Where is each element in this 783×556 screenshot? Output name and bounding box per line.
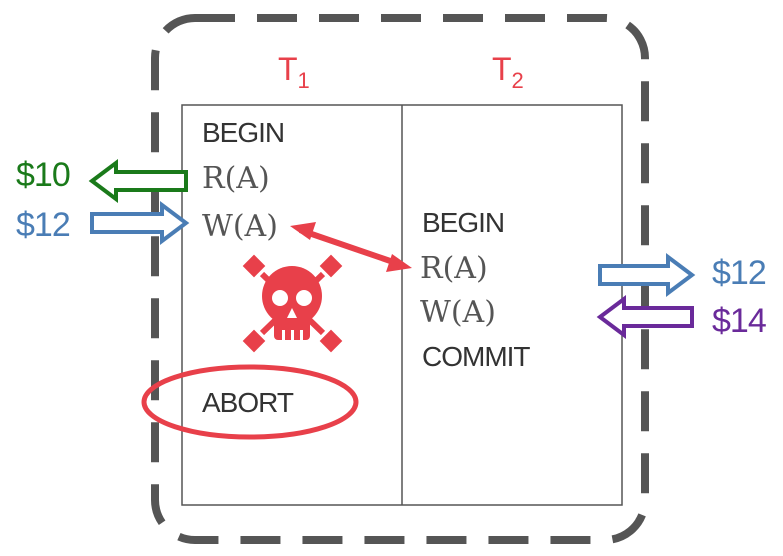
abort-highlight-ellipse	[141, 364, 359, 440]
dashed-schedule-boundary	[151, 14, 649, 544]
value-read-right: $12	[712, 254, 766, 292]
t2-begin: BEGIN	[422, 207, 504, 238]
arrow-left-purple-icon	[596, 295, 694, 339]
arrow-right-blue-icon-2	[598, 253, 696, 297]
value-write-left: $12	[16, 206, 70, 244]
t1-begin: BEGIN	[202, 117, 284, 148]
arrow-right-blue-icon	[90, 201, 190, 245]
t2-header: T2	[492, 51, 524, 93]
double-arrow-icon	[290, 222, 412, 272]
t2-read: R(A)	[420, 251, 488, 286]
value-write-right: $14	[712, 302, 766, 340]
t1-write: W(A)	[202, 209, 278, 244]
value-read-left: $10	[16, 156, 70, 194]
t2-write: W(A)	[420, 295, 496, 330]
t1-abort: ABORT	[202, 387, 294, 418]
t2-commit: COMMIT	[422, 341, 530, 372]
t1-read: R(A)	[202, 161, 270, 196]
t1-header: T1	[278, 51, 310, 93]
skull-crossbones-icon	[242, 254, 343, 353]
arrow-left-green-icon	[88, 159, 188, 203]
